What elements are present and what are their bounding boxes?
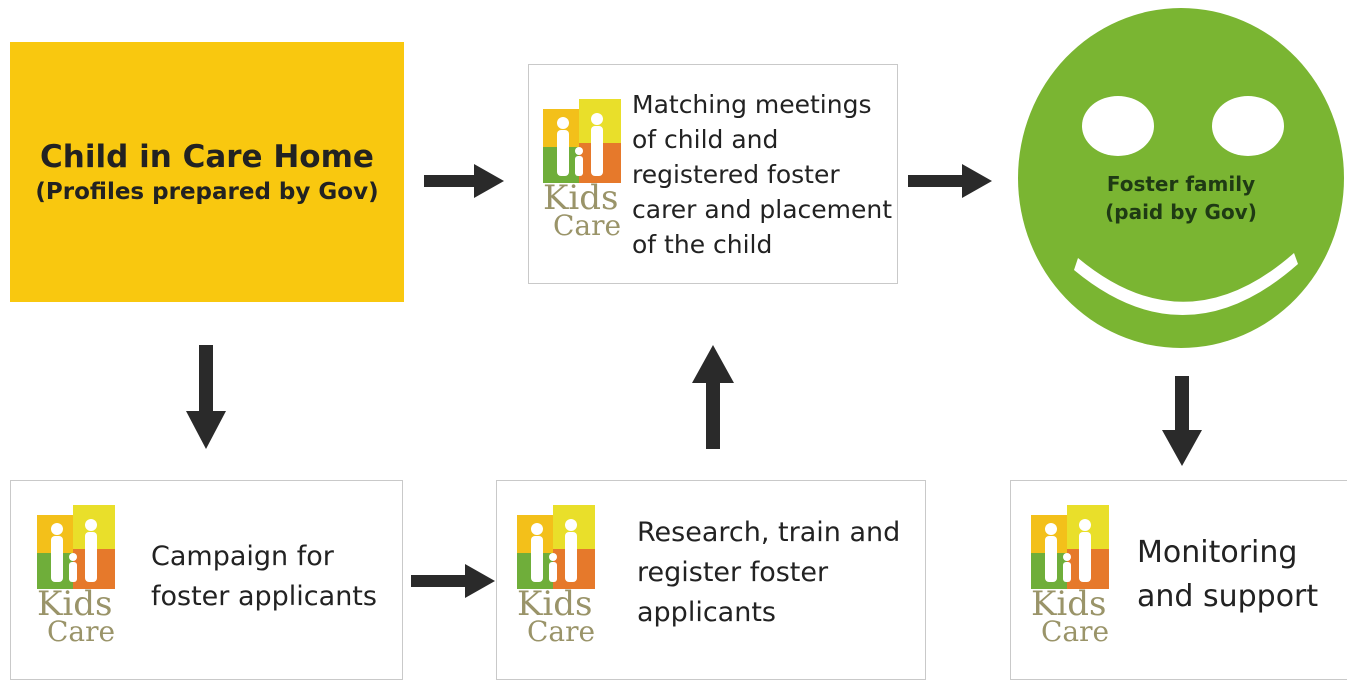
arrow-up-icon — [692, 345, 734, 449]
campaign-box: Kids Care Campaign for foster applicants — [10, 480, 403, 680]
smiley-face-icon — [1018, 8, 1344, 348]
logo-word-kids: Kids — [1031, 584, 1107, 624]
campaign-text: Campaign for foster applicants — [151, 537, 377, 617]
matching-meetings-box: Kids Care Matching meetings of child and… — [528, 64, 898, 284]
research-line: register foster — [637, 557, 829, 588]
kids-care-logo: Kids Care — [1031, 505, 1109, 645]
arrow-right-icon — [908, 164, 992, 198]
arrow-right-icon — [424, 164, 504, 198]
campaign-line: foster applicants — [151, 581, 377, 612]
monitoring-text: Monitoring and support — [1137, 531, 1318, 619]
foster-family-smiley: Foster family (paid by Gov) — [1016, 8, 1346, 348]
monitoring-box: Kids Care Monitoring and support — [1010, 480, 1347, 680]
arrow-down-icon — [1162, 376, 1202, 466]
foster-family-subtitle: (paid by Gov) — [1105, 200, 1257, 224]
research-line: applicants — [637, 597, 776, 628]
monitoring-line: and support — [1137, 579, 1319, 614]
matching-line: registered foster — [632, 160, 840, 189]
arrow-right-icon — [411, 564, 495, 598]
research-box: Kids Care Research, train and register f… — [496, 480, 926, 680]
matching-line: of child and — [632, 125, 779, 154]
kids-care-logo: Kids Care — [543, 99, 621, 239]
arrow-down-icon — [186, 345, 226, 449]
matching-line: of the child — [632, 230, 773, 259]
monitoring-line: Monitoring — [1137, 535, 1298, 570]
campaign-line: Campaign for — [151, 541, 334, 572]
matching-line: carer and placement — [632, 195, 893, 224]
logo-word-care: Care — [527, 615, 595, 645]
logo-word-care: Care — [1041, 615, 1109, 645]
matching-line: Matching meetings — [632, 90, 872, 119]
logo-word-kids: Kids — [37, 584, 113, 624]
foster-family-title: Foster family — [1106, 172, 1256, 196]
logo-word-care: Care — [47, 615, 115, 645]
logo-word-care: Care — [553, 209, 621, 239]
child-in-care-home-title: Child in Care Home — [40, 139, 374, 175]
matching-text: Matching meetings of child and registere… — [632, 87, 892, 262]
research-line: Research, train and — [637, 517, 901, 548]
kids-care-logo: Kids Care — [517, 505, 595, 645]
logo-word-kids: Kids — [517, 584, 593, 624]
child-in-care-home-subtitle: (Profiles prepared by Gov) — [35, 179, 379, 205]
logo-word-kids: Kids — [543, 178, 619, 218]
child-in-care-home-box: Child in Care Home (Profiles prepared by… — [10, 42, 404, 302]
research-text: Research, train and register foster appl… — [637, 513, 900, 633]
kids-care-logo: Kids Care — [37, 505, 115, 645]
